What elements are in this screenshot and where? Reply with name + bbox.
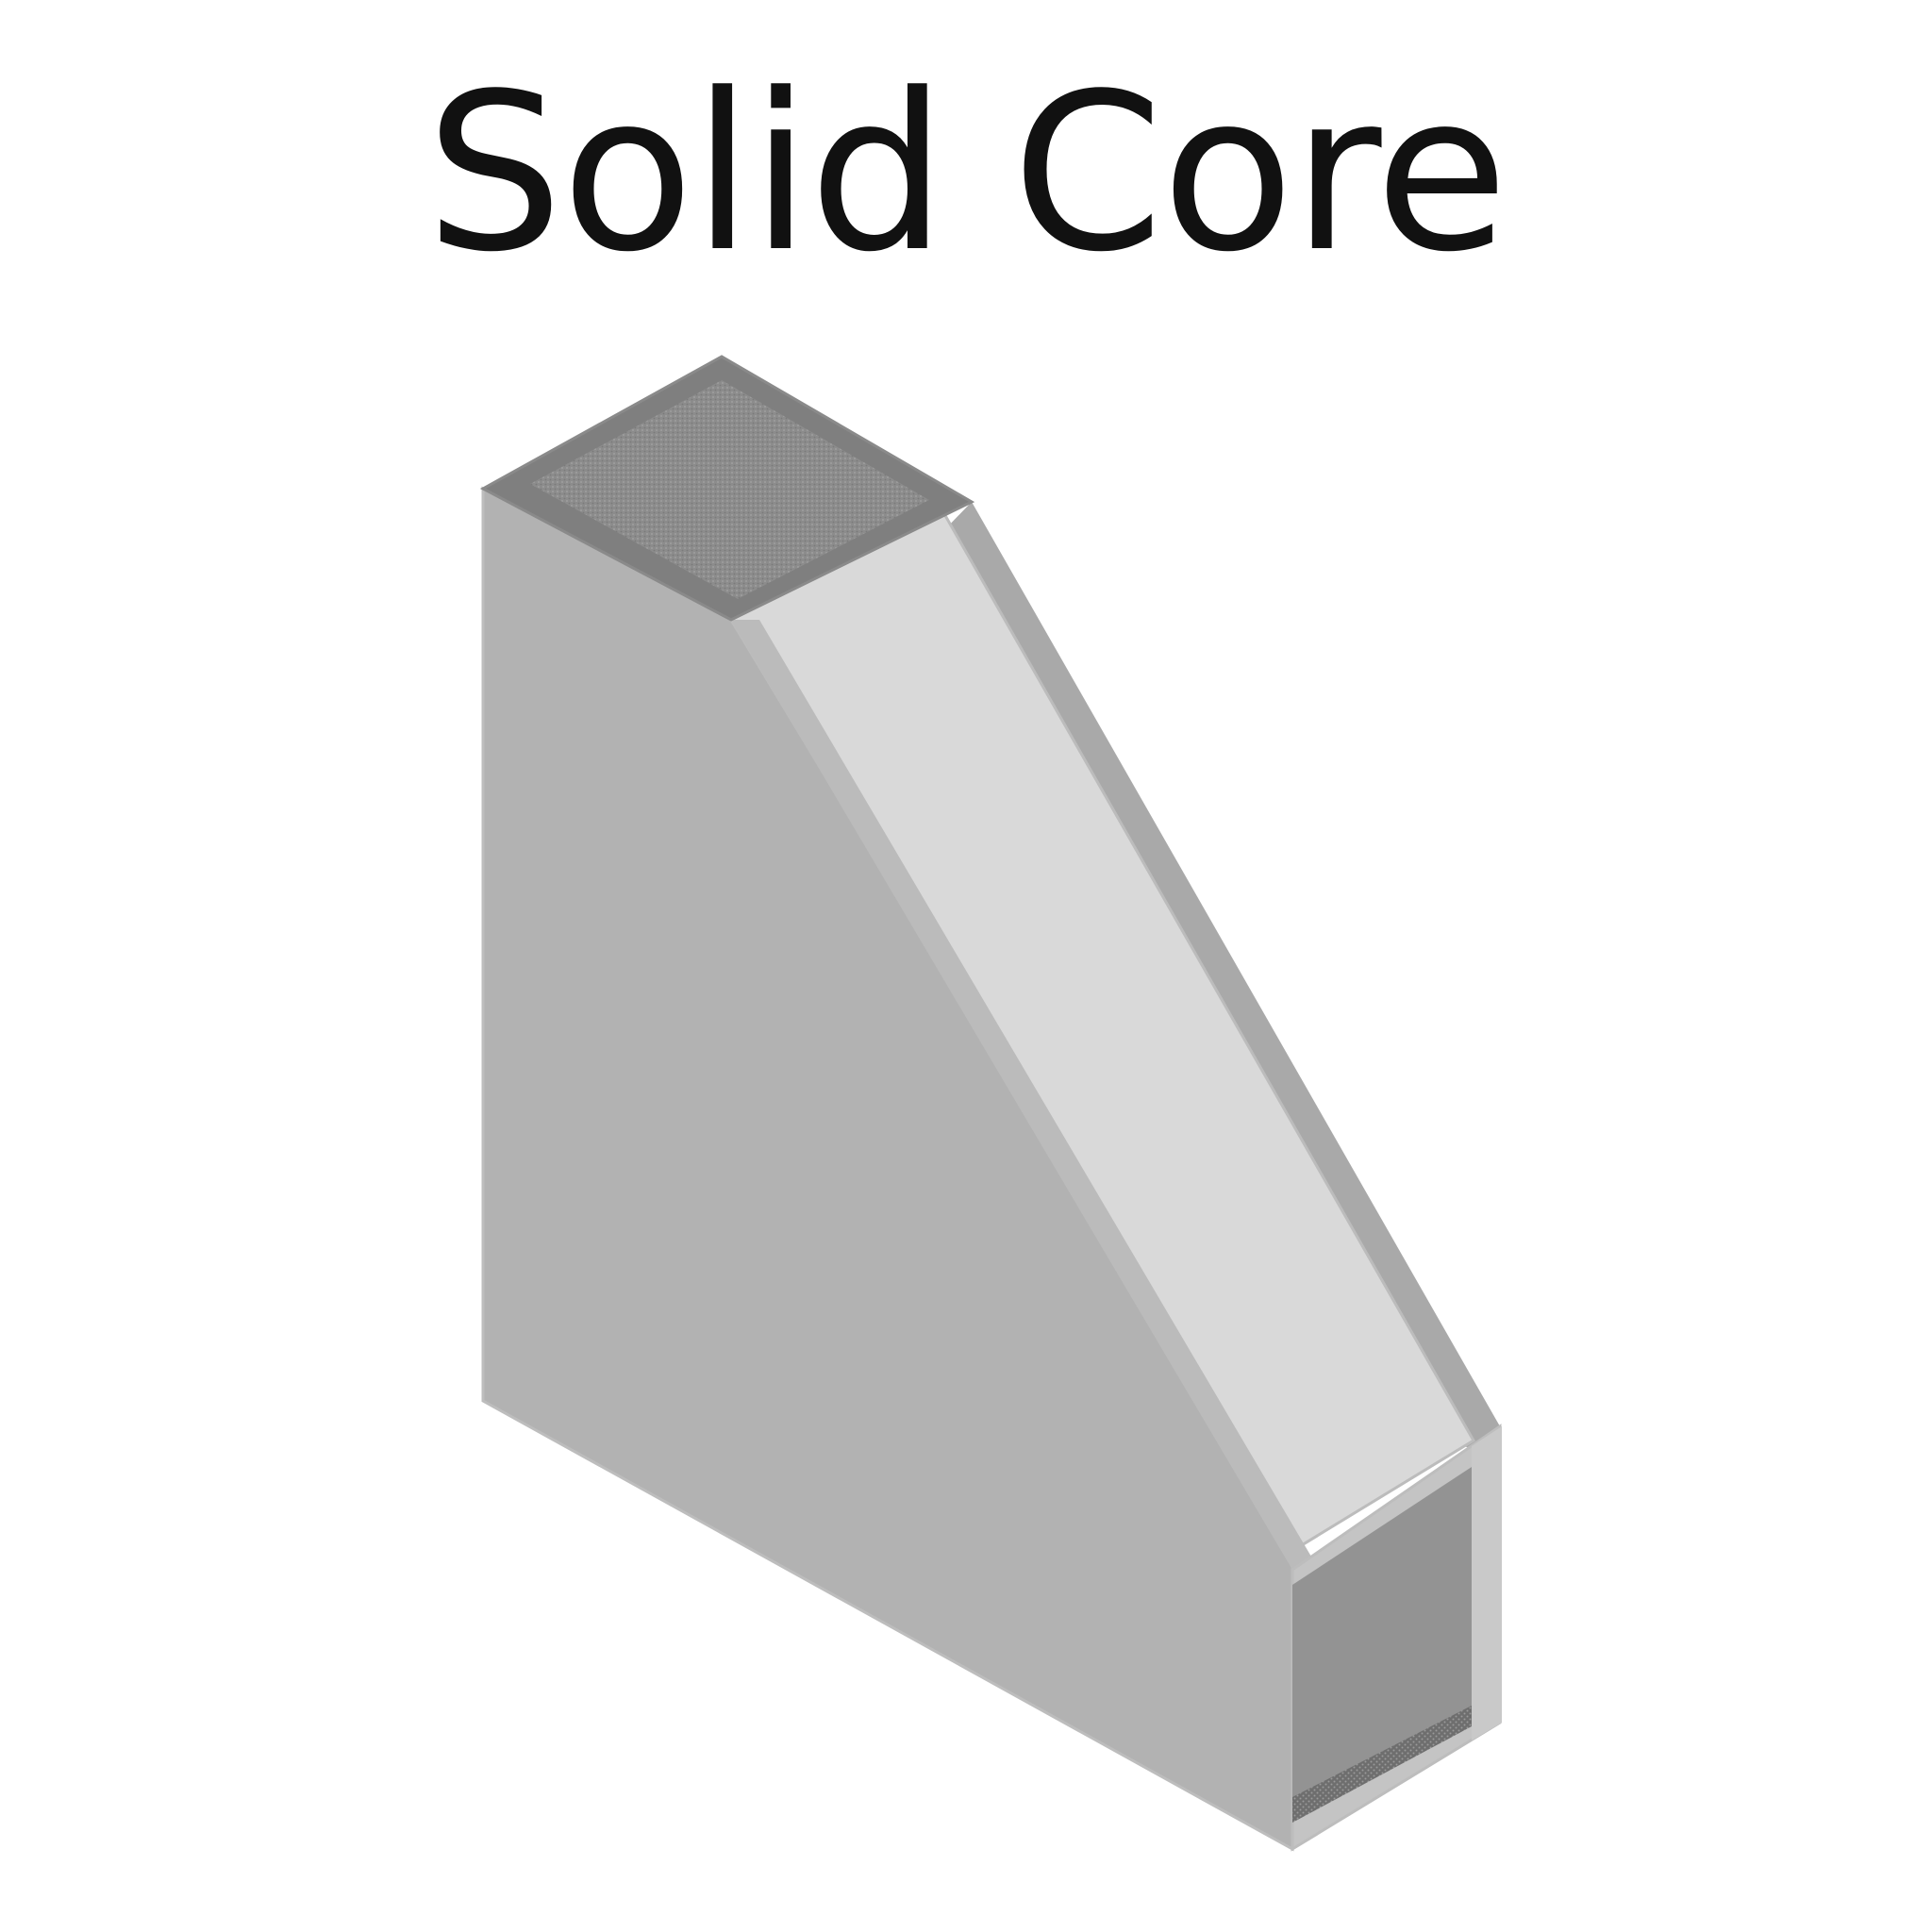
top-face-core <box>530 380 929 599</box>
right-edge <box>1472 1426 1502 1740</box>
slope-bevel <box>731 620 1311 1570</box>
bottom-core-texture <box>1292 1706 1472 1823</box>
slope-edge-strip <box>943 502 1500 1458</box>
diagram-title: Solid Core <box>425 48 1508 300</box>
